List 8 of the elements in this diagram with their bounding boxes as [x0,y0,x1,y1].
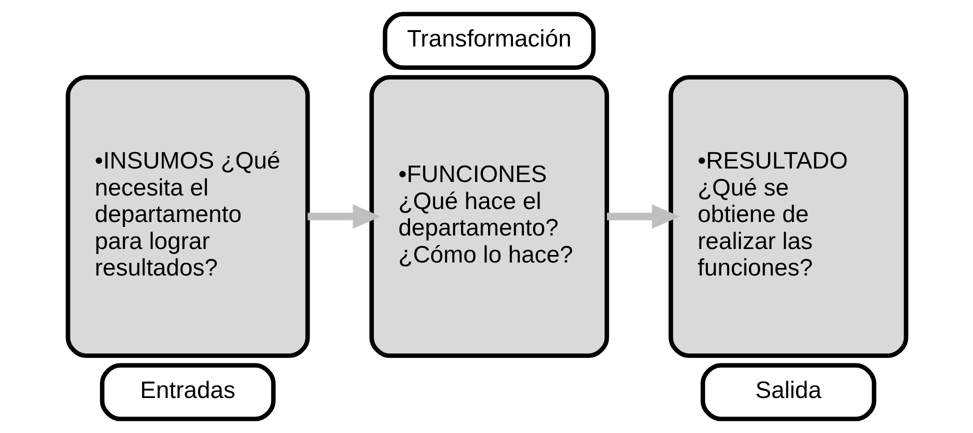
node-box: Transformación [382,12,596,70]
node-box: Salida [700,363,876,422]
node-box: •FUNCIONES ¿Qué hace el departamento? ¿Cómo lo hace? [368,75,609,358]
arrow [606,204,680,229]
node-box: •INSUMOS ¿Qué necesita el departamento para lograr resultados? [65,75,310,358]
node-box: •RESULTADO ¿Qué se obtiene de realizar las funciones? [668,75,908,358]
arrow [307,204,380,229]
node-box: Entradas [99,363,276,422]
